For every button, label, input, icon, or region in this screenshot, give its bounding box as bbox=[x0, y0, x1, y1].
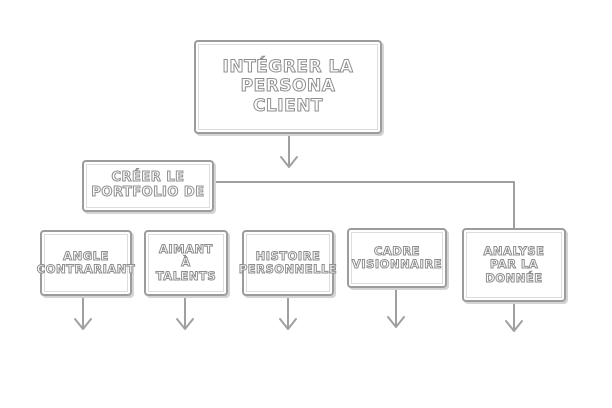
leaf-node-label: Angle contrariant bbox=[36, 248, 136, 277]
leaf-node-label: Cadre visionnaire bbox=[351, 243, 443, 272]
leaf-arrowhead-4 bbox=[387, 316, 405, 328]
portfolio-node: Créer le portfolio de bbox=[82, 160, 214, 212]
leaf-node-aimant-a-talents: Aimant à talents bbox=[144, 230, 228, 296]
leaf-node-label: Analyse par la donnée bbox=[483, 244, 545, 285]
leaf-node-histoire-personnelle: Histoire personnelle bbox=[238, 230, 338, 296]
leaf-node-label: Aimant à talents bbox=[155, 242, 217, 283]
leaf-arrowhead-3 bbox=[279, 318, 297, 330]
leaf-arrowhead-2 bbox=[176, 318, 194, 330]
leaf-node-analyse-par-la-donnee: Analyse par la donnée bbox=[462, 228, 566, 302]
leaf-arrowhead-5 bbox=[505, 320, 523, 332]
portfolio-node-label: Créer le portfolio de bbox=[91, 170, 205, 201]
root-node-label: Intégrer la persona client bbox=[222, 56, 354, 116]
root-node: Intégrer la persona client bbox=[194, 40, 382, 134]
leaf-node-label: Histoire personnelle bbox=[238, 248, 338, 277]
leaf-node-cadre-visionnaire: Cadre visionnaire bbox=[347, 228, 447, 288]
leaf-node-angle-contrariant: Angle contrariant bbox=[36, 230, 136, 296]
portfolio-connector bbox=[213, 181, 515, 230]
root-arrowhead bbox=[280, 156, 298, 168]
leaf-arrowhead-1 bbox=[74, 318, 92, 330]
